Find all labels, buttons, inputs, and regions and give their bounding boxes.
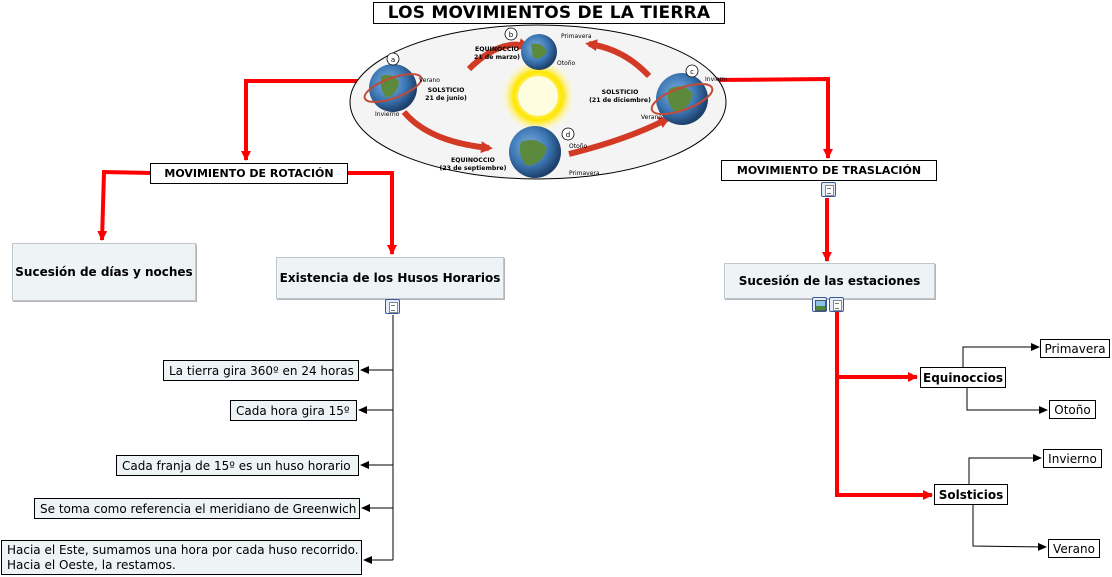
illus-equinoccio-sep-2: (23 de septiembre) — [440, 165, 507, 172]
earth-a — [363, 64, 423, 112]
illus-verano-left: Verano — [419, 77, 440, 84]
page-title: LOS MOVIMIENTOS DE LA TIERRA — [373, 2, 725, 24]
image-icon[interactable] — [812, 297, 827, 312]
illus-letter-d: d — [566, 131, 570, 139]
illus-invierno-right: Invierno — [705, 76, 727, 83]
illus-equinoccio-sep-1: EQUINOCCIO — [451, 157, 495, 164]
fact-greenwich[interactable]: Se toma como referencia el meridiano de … — [34, 498, 360, 519]
illus-letter-c: c — [690, 68, 694, 76]
illus-otono-top: Otoño — [557, 60, 576, 67]
time-zones-node[interactable]: Existencia de los Husos Horarios — [276, 257, 504, 299]
fact-east-line: Hacia el Este, sumamos una hora por cada… — [7, 542, 359, 557]
illus-primavera-top: Primavera — [561, 33, 592, 40]
fact-360-degrees[interactable]: La tierra gira 360º en 24 horas — [163, 360, 359, 381]
earth-b — [521, 34, 557, 70]
illus-invierno-left: Invierno — [375, 111, 400, 118]
illus-equinoccio-marzo-2: 21 de marzo) — [474, 54, 520, 61]
note-icon[interactable] — [829, 297, 844, 312]
earth-d — [509, 126, 561, 178]
illus-solsticio-dic-1: SOLSTICIO — [602, 89, 639, 96]
earth-c — [650, 73, 714, 125]
solstice-invierno[interactable]: Invierno — [1043, 449, 1102, 468]
illus-equinoccio-marzo-1: EQUINOCCIO — [475, 46, 519, 53]
illus-otono-bottom: Otoño — [569, 143, 588, 150]
days-nights-node[interactable]: Sucesión de días y noches — [12, 243, 196, 301]
seasons-node[interactable]: Sucesión de las estaciones — [724, 263, 935, 299]
illus-letter-b: b — [509, 31, 514, 39]
note-icon[interactable] — [385, 299, 400, 314]
orbit-illustration: a b c d EQUINOCCIO 21 de marzo) SOLSTICI… — [349, 24, 727, 180]
equinoxes-node[interactable]: Equinoccios — [920, 367, 1006, 388]
solstices-node[interactable]: Solsticios — [934, 484, 1008, 505]
fact-west-line: Hacia el Oeste, la restamos. — [7, 557, 176, 572]
illus-verano-right: Verano — [641, 114, 662, 121]
rotation-node[interactable]: MOVIMIENTO DE ROTACIÓN — [150, 163, 348, 184]
illus-solsticio-dic-2: (21 de diciembre) — [589, 97, 651, 104]
illus-solsticio-junio-1: SOLSTICIO — [428, 87, 465, 94]
note-icon[interactable] — [821, 182, 836, 197]
equinox-primavera[interactable]: Primavera — [1040, 339, 1110, 358]
illus-primavera-bottom: Primavera — [569, 170, 600, 177]
translation-node[interactable]: MOVIMIENTO DE TRASLACIÓN — [721, 160, 937, 181]
fact-15-degrees[interactable]: Cada hora gira 15º — [230, 400, 357, 421]
equinox-otono[interactable]: Otoño — [1049, 400, 1096, 419]
solstice-verano[interactable]: Verano — [1048, 539, 1100, 558]
fact-time-zone-strip[interactable]: Cada franja de 15º es un huso horario — [116, 455, 359, 476]
illus-letter-a: a — [391, 56, 395, 64]
illus-solsticio-junio-2: 21 de junio) — [425, 95, 467, 102]
fact-east-west[interactable]: Hacia el Este, sumamos una hora por cada… — [1, 540, 362, 575]
